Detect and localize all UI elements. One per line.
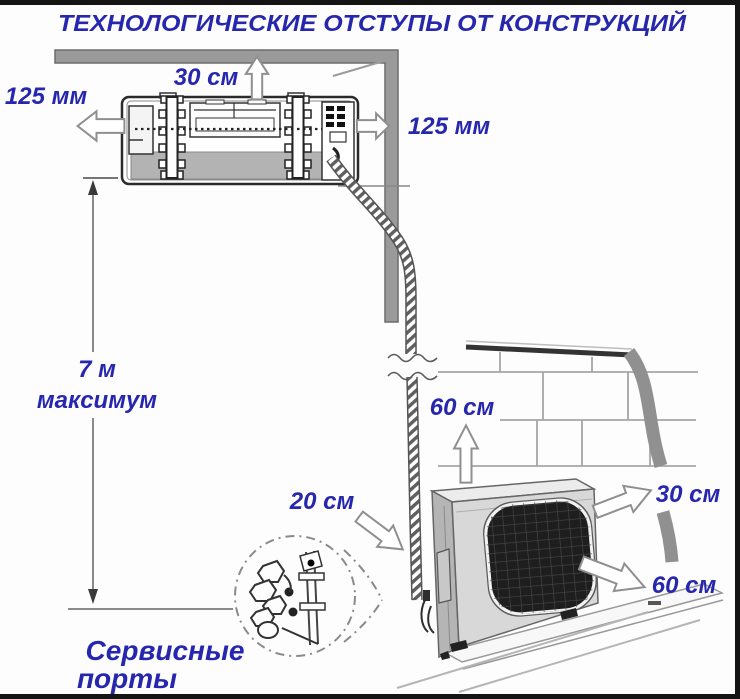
outdoor-unit-drawing xyxy=(420,478,599,660)
outdoor-right-bottom-clearance-label: 60 см xyxy=(652,572,717,599)
foot-front-left xyxy=(450,640,468,652)
fan-grille xyxy=(483,497,597,617)
max-line-length-label-line1: 7 м xyxy=(78,356,116,383)
page-title: ТЕХНОЛОГИЧЕСКИЕ ОТСТУПЫ ОТ КОНСТРУКЦИЙ xyxy=(58,8,686,36)
service-ports-callout xyxy=(234,535,383,657)
central-assembly xyxy=(189,99,281,138)
unit-piping xyxy=(420,599,435,634)
arrowhead-down xyxy=(88,589,98,604)
indoor-unit-drawing xyxy=(120,92,360,186)
wall-beam xyxy=(465,344,633,358)
service-ports-label-line2: порты xyxy=(77,663,177,694)
indoor-top-clearance-label: 30 см xyxy=(174,64,239,91)
max-line-length-label-line2: максимум xyxy=(37,387,157,414)
refrigerant-pipe xyxy=(326,154,438,601)
indoor-right-clearance-label: 125 мм xyxy=(408,113,490,140)
callout-circle xyxy=(234,535,356,657)
corner-hatch-line xyxy=(332,60,385,77)
service-ports-label-line1: Сервисные xyxy=(86,635,245,666)
break-line-top xyxy=(387,353,438,363)
foot-back-left xyxy=(440,651,450,660)
wall-cut-edge xyxy=(623,348,679,563)
ceiling-and-wall xyxy=(54,49,399,323)
indoor-left-clearance-label: 125 мм xyxy=(5,83,87,110)
outdoor-left-clearance-label: 20 см xyxy=(289,488,355,515)
outdoor-above-clearance-label: 60 см xyxy=(430,394,495,421)
arrowhead-up xyxy=(88,180,98,195)
break-line-bottom xyxy=(387,371,438,381)
small-ground-mark xyxy=(648,601,661,605)
bracket-right xyxy=(284,95,312,180)
callout-tip xyxy=(343,549,383,643)
service-valves xyxy=(248,550,326,646)
outdoor-right-top-clearance-label: 30 см xyxy=(656,481,721,508)
max-height-dimension-line xyxy=(68,177,233,610)
side-service-panel xyxy=(436,548,452,604)
pipe-break-gap xyxy=(388,356,438,375)
bracket-left xyxy=(158,95,186,180)
foot-front-right xyxy=(560,608,578,620)
